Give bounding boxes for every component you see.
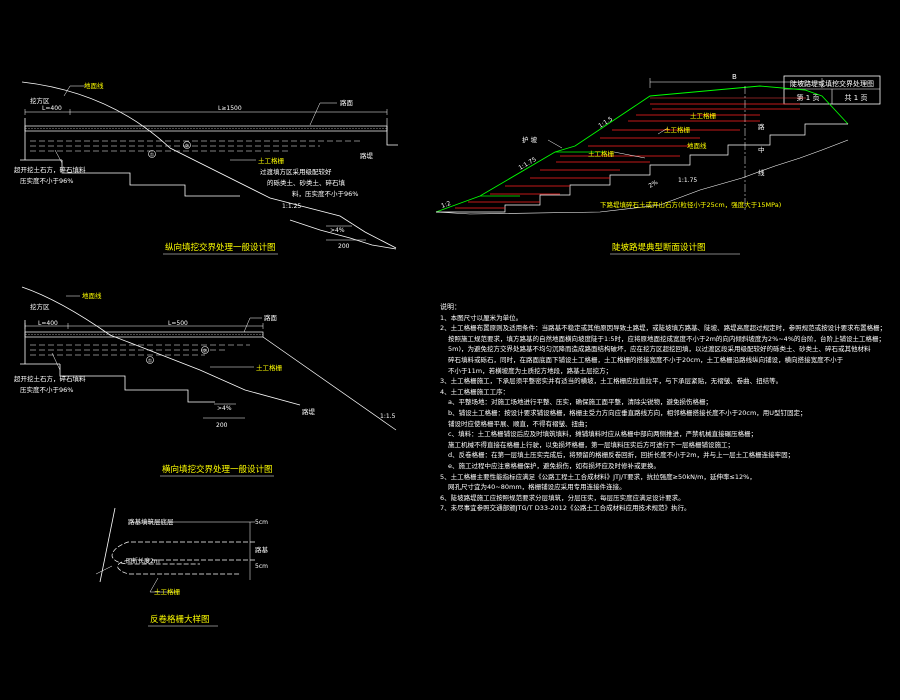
title-block-total: 共 1 页 [845,93,868,102]
slope-4: 1:1.75 [678,177,697,184]
circle-1: ① [148,359,153,365]
dim-lower: 5cm [255,563,268,570]
circle-2: ② [185,144,190,150]
centerline-1: 路 [758,122,765,131]
geogrid-label: 土工格栅 [154,587,181,596]
slope-protection-label: 护 坡 [522,135,538,144]
anchor-grid-upper [111,541,255,565]
anchor-grid-lower [117,559,255,575]
backfill-note-1: 超开挖土石方，碎石填料 [14,165,86,174]
transition-note-1: 过渡填方区采用级配较好 [260,167,332,176]
transition-note-2: 的砾类土、砂类土、碎石填 [267,178,346,187]
dim-left: L=400 [42,105,62,112]
note-line: 2、土工格栅布置原则及适用条件：当路基不稳定或其他原因导致土路堤，或陡坡填方路基… [440,324,887,333]
fig-transverse: L=400 L=500 地面线 挖方区 路面 ① ② 土工格栅 路堤 1:1.5… [14,286,397,477]
step-height: >4% [217,405,232,412]
benching-steps [59,364,215,403]
cut-zone-label: 挖方区 [30,96,50,105]
note-line: 6、陡坡路堤施工应按照规范要求分层填筑，分层压实，每层压实度应满足设计要求。 [440,493,685,502]
geogrid-label: 土工格栅 [258,156,285,165]
fig-longitudinal-title: 纵向填挖交界处理一般设计图 [165,242,276,253]
backfill-note-2: 压实度不小于96% [20,385,73,394]
geogrid-1: 土工格栅 [664,125,691,134]
note-line: 4、土工格栅施工工序： [440,387,510,396]
note-line: 网孔尺寸宜为40~80mm，格栅铺设应采用专用连接件连接。 [448,483,626,492]
note-line: e、施工过程中应注意格栅保护，避免损伤，如有损坏应及时修补或更换。 [448,461,660,470]
ground-line-label: 地面线 [82,291,102,300]
ground-steps [436,123,848,213]
road-surface-label: 路面 [340,98,354,107]
note-line: 1、本图尺寸以厘米为单位。 [440,313,523,322]
slope-1: 1:1.5 [597,116,614,130]
note-line: b、铺设土工格栅：按设计要求铺设格栅，格栅主受力方向应垂直路线方向，相邻格栅搭接… [448,408,807,417]
slope-label: 1:1.5 [380,413,396,420]
title-block-name: 陡坡路堤或填挖交界处理图 [790,79,874,88]
note-line: 5、土工格栅主要性能指标应满足《公路工程土工合成材料》JTJ/T要求，抗拉强度≥… [440,472,756,481]
notes-header: 说明： [440,303,461,311]
road-surface-label: 路面 [264,313,278,322]
embankment-slope [262,336,397,431]
slope-5: 2% [648,179,660,190]
title-block-page: 第 1 页 [797,93,820,102]
embankment-label: 路堤 [302,407,316,416]
circle-1: ① [150,153,155,159]
embankment-label: 路堤 [360,151,374,160]
section-geogrids [455,103,800,209]
note-line: 铺设时应使格栅平展、顺直，不得有褶皱、扭曲； [448,419,591,428]
fig-section-title: 陡坡路堤典型断面设计图 [612,242,706,253]
note-line: 5m)，为避免挖方交界处路基不均匀沉降而造成路面结构破坏，应在挖方区超挖回填，以… [448,345,871,354]
dim-right: L=500 [168,320,188,327]
note-line: 按照施工规范要求，填方路基的自然地面横向坡度陡于1:5时，应将原地面挖成宽度不小… [448,334,885,343]
circle-2: ② [203,349,208,355]
note-line: 不小于11m，若横坡度为土质挖方地段，路基土层挖方； [448,366,613,375]
width-label: B [732,73,737,81]
design-notes: 说明： 1、本图尺寸以厘米为单位。 2、土工格栅布置原则及适用条件：当路基不稳定或… [440,302,890,514]
embankment-slope [289,219,397,250]
geogrid-3: 土工格栅 [588,149,615,158]
slope-label: 1:1.25 [282,203,301,210]
ground-line-label: 地面线 [687,141,707,150]
title-block: 陡坡路堤或填挖交界处理图 第 1 页 共 1 页 [783,75,881,105]
note-line: c、填料：土工格栅铺设后应及时填筑填料，摊铺填料时应从格栅中部向两侧推进，严禁机… [448,430,758,439]
backfill-note-1: 超开挖土石方，碎石填料 [14,374,86,383]
anchor-length: 回折长度2m [126,557,160,565]
step-height: >4% [330,227,345,234]
step-width: 200 [338,243,350,250]
note-line: 7、未尽事宜参照交通部颁JTG/T D33-2012《公路土工合成材料应用技术规… [440,504,691,513]
note-line: d、反卷格栅：在第一层填土压实完成后，将预留的格栅反卷回折，回折长度不小于2m，… [448,451,795,460]
ground-line [21,81,397,249]
notes-lines: 1、本图尺寸以厘米为单位。 2、土工格栅布置原则及适用条件：当路基不稳定或其他原因… [440,313,890,514]
centerline-3: 线 [758,168,765,177]
dim-upper: 5cm [255,519,268,526]
step-width: 200 [216,422,228,429]
slope-3: 1:2 [440,200,452,210]
roadbed-label: 路基 [255,545,269,554]
base-note: 下路堤填碎石土或开山石方(粒径小于25cm，强度大于15MPa) [600,200,781,209]
fig-anchor-title: 反卷格栅大样图 [150,614,210,625]
fig-section: B 路 中 线 [435,73,849,255]
geogrid-label: 土工格栅 [256,363,283,372]
centerline-2: 中 [758,145,765,154]
backfill-note-2: 压实度不小于96% [20,176,73,185]
note-line: a、平整场地：对施工场地进行平整、压实，确保施工面平整，清除尖锐物，避免损伤格栅… [448,398,712,407]
fig-anchor: 5cm 路基 5cm 路基填筑层底层 回折长度2m 土工格栅 反卷格栅大样图 [95,507,269,627]
note-line: 碎石填料或砾石，同时，在路面底面下铺设土工格栅，土工格栅的搭接宽度不小于20cm… [448,355,844,364]
dim-right: L≥1500 [218,105,242,112]
cut-zone-label: 挖方区 [30,302,50,311]
dim-left: L=400 [38,320,58,327]
fill-label: 路基填筑层底层 [128,517,174,526]
ground-line-label: 地面线 [84,81,104,90]
fig-transverse-title: 横向填挖交界处理一般设计图 [162,464,273,475]
geogrid-2: 土工格栅 [690,111,717,120]
ground-line [21,286,301,406]
transition-note-3: 料，压实度不小于96% [292,189,358,198]
fig-longitudinal: L=400 L≥1500 地面线 挖方区 路面 ① ② 土工格栅 路堤 超开挖土… [14,81,398,255]
note-line: 施工机械不得直接在格栅上行驶，以免损坏格栅，第一层填料压实后方可进行下一层格栅铺… [448,440,734,449]
benching-steps [61,160,240,197]
note-line: 3、土工格栅施工，下承层须平整密实并有适当的横坡，土工格栅应拉直拉平，与下承层紧… [440,377,783,386]
embankment-outline [435,85,849,213]
